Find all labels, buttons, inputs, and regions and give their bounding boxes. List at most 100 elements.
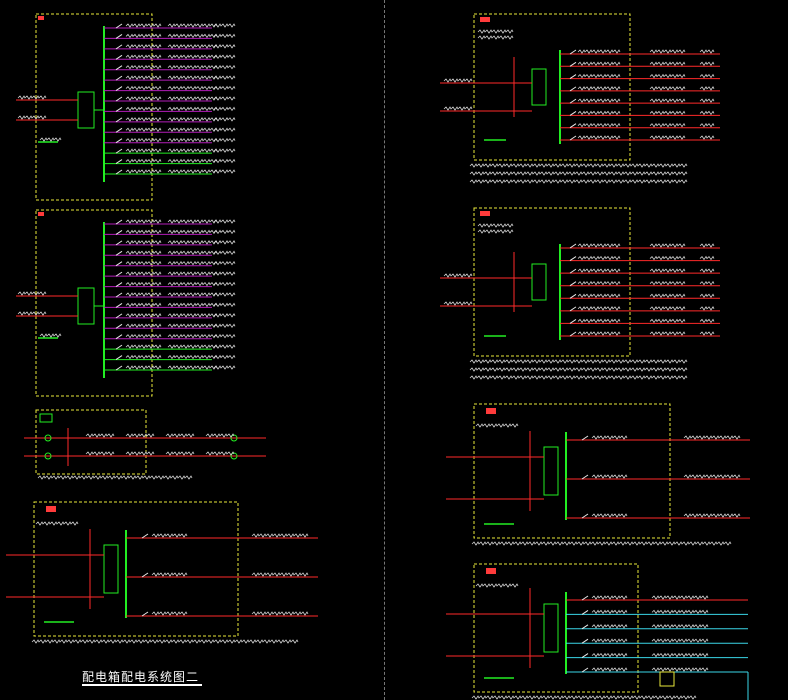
circuit-label <box>125 333 162 339</box>
cable-label <box>167 117 218 122</box>
main-switch-box <box>543 446 559 496</box>
cable-label <box>167 64 218 70</box>
title-underline <box>82 684 202 686</box>
breaker-symbol <box>115 138 123 144</box>
cable-label <box>683 474 741 479</box>
cable-label <box>649 255 686 261</box>
panel-frame <box>35 409 147 475</box>
panel-header-label <box>477 29 514 34</box>
circuit-label <box>577 110 621 116</box>
cable-label <box>167 106 218 112</box>
panel-tag <box>486 408 496 414</box>
cable-label <box>167 271 218 276</box>
breaker-symbol <box>569 319 577 324</box>
distribution-panel <box>16 13 236 201</box>
load-label <box>213 260 236 266</box>
breaker-symbol <box>115 148 123 154</box>
cable-label <box>651 624 709 629</box>
load-label <box>213 229 236 235</box>
load-label <box>213 96 236 101</box>
load-label <box>213 281 236 287</box>
load-label <box>699 110 715 116</box>
circuit-label <box>577 98 621 103</box>
load-label <box>213 271 236 276</box>
cable-label <box>649 110 686 116</box>
circuit-label <box>165 451 195 456</box>
circuit-label <box>125 344 162 349</box>
breaker-symbol <box>581 653 589 659</box>
breaker-symbol <box>115 282 123 287</box>
load-label <box>213 148 236 153</box>
cable-label <box>167 148 218 153</box>
circuit-label <box>125 281 162 287</box>
breaker-symbol <box>581 595 589 601</box>
circuit-label <box>85 433 115 438</box>
cable-label <box>167 260 218 266</box>
load-label <box>699 86 715 91</box>
cable-label <box>167 302 218 308</box>
load-label <box>699 255 715 261</box>
note-text <box>469 375 688 380</box>
cable-label <box>167 127 218 133</box>
circuit-label <box>125 292 162 297</box>
cable-label <box>649 318 686 324</box>
cable-label <box>167 23 218 28</box>
breaker-symbol <box>581 667 589 673</box>
load-label <box>213 33 236 39</box>
cable-label <box>167 137 218 143</box>
load-label <box>699 61 715 67</box>
circuit-label <box>577 135 621 140</box>
breaker-symbol <box>115 23 123 29</box>
breaker-symbol <box>569 306 577 312</box>
breaker-symbol <box>115 250 123 256</box>
cable-label <box>649 268 686 273</box>
cable-label <box>251 611 309 616</box>
cable-label <box>651 595 709 600</box>
circuit-label <box>125 169 162 174</box>
cable-label <box>167 75 218 80</box>
panel-header-label <box>475 583 519 588</box>
circuit-label <box>125 313 162 318</box>
circuit-label <box>125 433 155 438</box>
cable-label <box>167 292 218 297</box>
load-label <box>699 122 715 128</box>
breaker-symbol <box>115 65 123 71</box>
meter-symbol <box>230 452 238 460</box>
note-text <box>469 367 688 372</box>
breaker-symbol <box>115 159 123 164</box>
breaker-symbol <box>115 303 123 308</box>
breaker-symbol <box>115 219 123 225</box>
cable-label <box>649 135 686 140</box>
panel-frame <box>473 563 639 693</box>
panel-footer-label <box>471 541 732 546</box>
breaker-symbol <box>115 344 123 350</box>
breaker-symbol <box>115 117 123 123</box>
load-label <box>699 318 715 324</box>
load-label <box>213 240 236 245</box>
cable-label <box>167 281 218 287</box>
circuit-label <box>125 271 162 276</box>
circuit-label <box>577 331 621 336</box>
circuit-label <box>125 64 162 70</box>
circuit-label <box>591 667 628 672</box>
panel-frame <box>473 403 671 539</box>
main-switch-box <box>77 287 95 325</box>
distribution-panel <box>440 207 720 380</box>
circuit-label <box>125 54 162 60</box>
breaker-symbol <box>569 268 577 274</box>
panel-header-label <box>477 35 514 40</box>
breaker-symbol <box>569 86 577 92</box>
breaker-symbol <box>581 513 589 519</box>
cable-label <box>167 85 218 91</box>
cable-label <box>167 44 218 49</box>
breaker-symbol <box>115 34 123 39</box>
circuit-label <box>125 148 162 153</box>
load-label <box>213 23 236 28</box>
distribution-panel <box>16 209 236 397</box>
cable-label <box>167 250 218 256</box>
panel-footer-label <box>37 475 193 480</box>
incoming-label <box>443 273 473 278</box>
circuit-label <box>125 75 162 80</box>
cable-label <box>167 323 218 329</box>
breaker-symbol <box>115 230 123 235</box>
